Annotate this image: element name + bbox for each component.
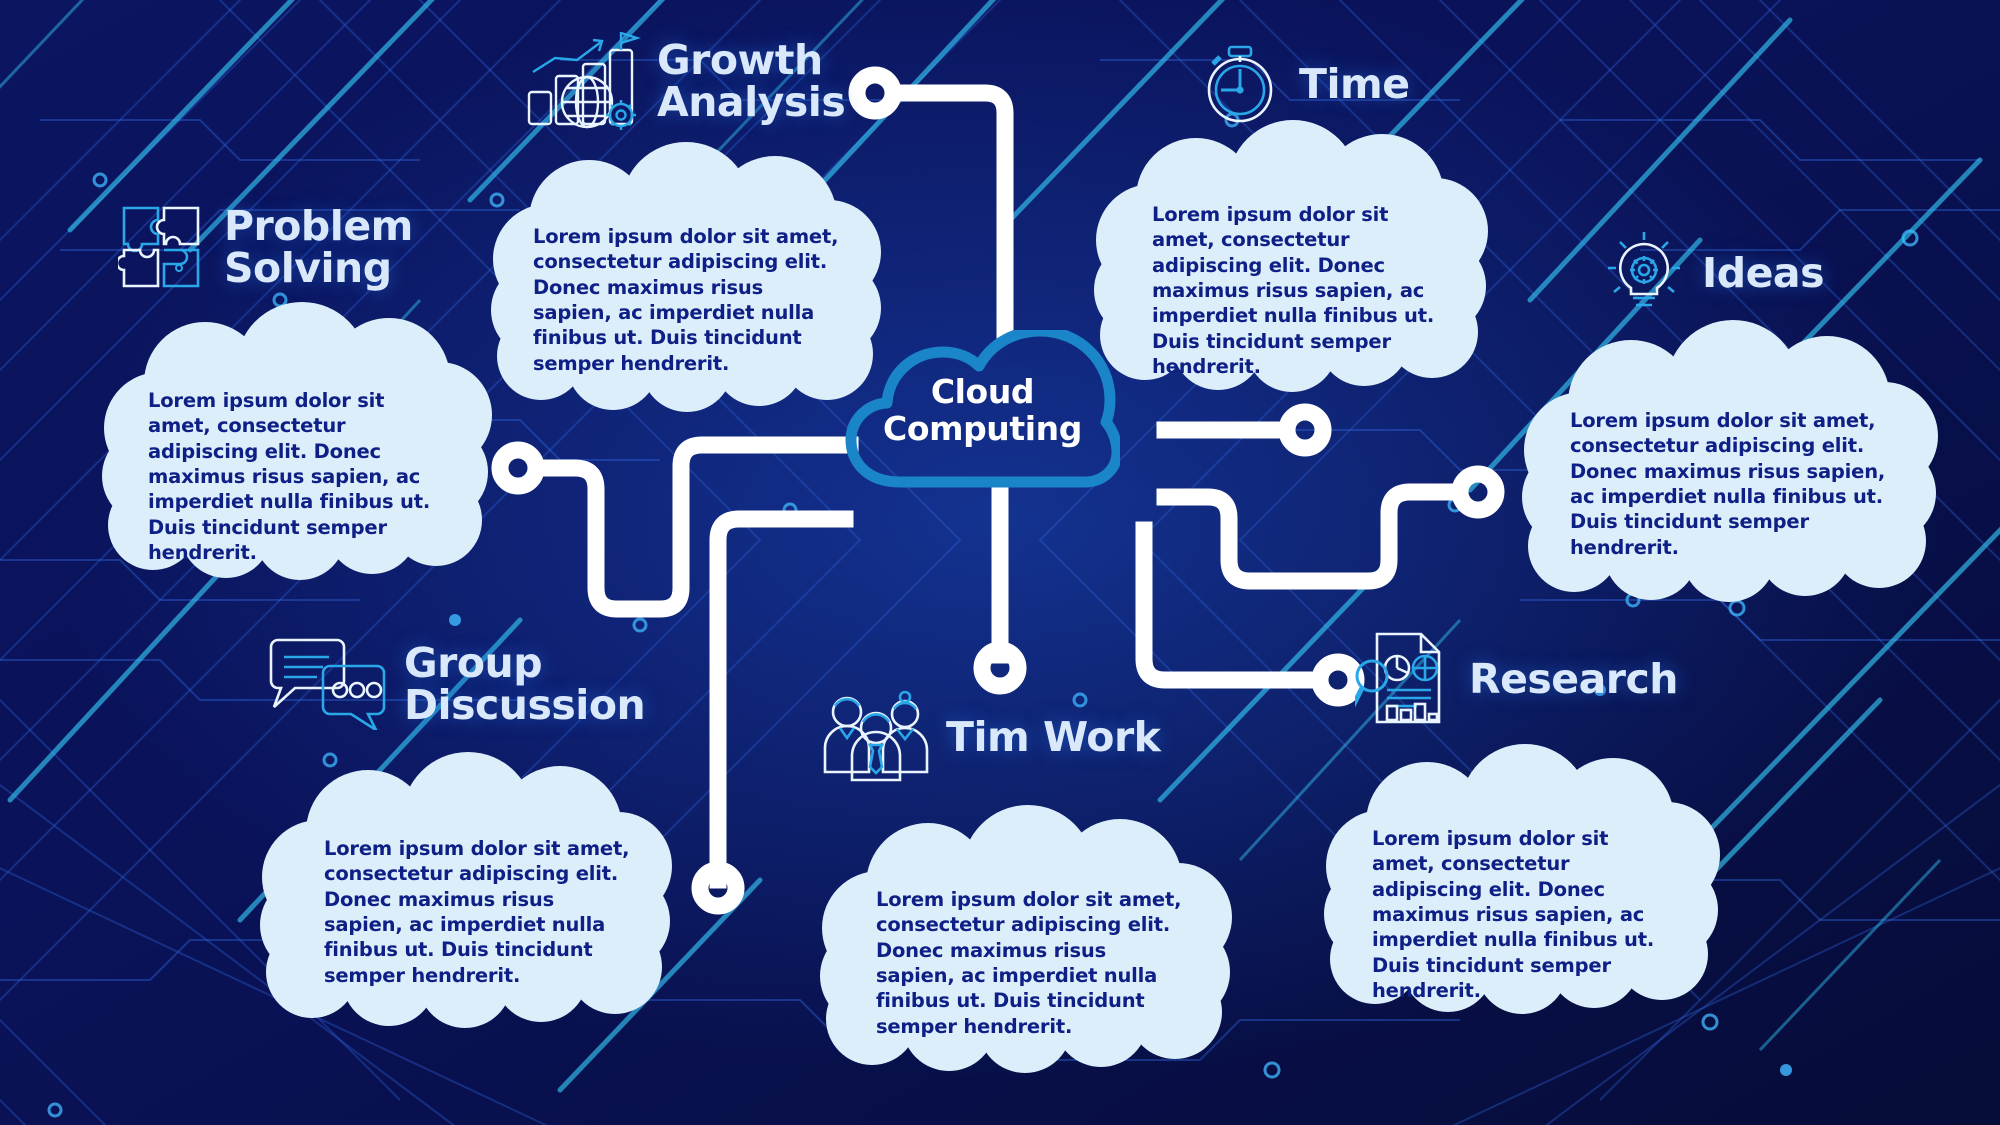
heading-problem-solving[interactable]: Problem Solving xyxy=(115,200,413,296)
puzzle-pieces-icon xyxy=(115,200,210,296)
document-magnifier-icon xyxy=(1350,628,1455,732)
cloud-shape xyxy=(1090,118,1490,392)
title-line-1: Group xyxy=(404,638,543,687)
heading-growth-analysis-label: Growth Analysis xyxy=(657,39,846,126)
center-cloud-label: Cloud Computing xyxy=(845,372,1120,448)
heading-tim-work-label: Tim Work xyxy=(946,713,1161,762)
heading-group-discussion-label: Group Discussion xyxy=(404,642,646,729)
title-line-1: Problem xyxy=(224,202,413,251)
team-people-icon xyxy=(820,690,932,786)
title-line-2: Analysis xyxy=(657,78,846,126)
stopwatch-icon xyxy=(1195,38,1285,132)
cloud-tim-work[interactable]: Lorem ipsum dolor sit amet, consectetur … xyxy=(818,805,1238,1073)
cloud-growth-analysis[interactable]: Lorem ipsum dolor sit amet, consectetur … xyxy=(485,142,885,412)
center-cloud-node[interactable]: Cloud Computing xyxy=(845,325,1123,490)
cloud-problem-solving-text: Lorem ipsum dolor sit amet, consectetur … xyxy=(148,389,431,565)
cloud-time-text: Lorem ipsum dolor sit amet, consectetur … xyxy=(1152,203,1435,379)
cloud-research[interactable]: Lorem ipsum dolor sit amet, consectetur … xyxy=(1322,742,1722,1014)
cloud-group-discussion-text: Lorem ipsum dolor sit amet, consectetur … xyxy=(324,837,630,987)
heading-time-label: Time xyxy=(1299,60,1410,109)
heading-group-discussion[interactable]: Group Discussion xyxy=(265,635,646,734)
cloud-shape xyxy=(258,750,678,1028)
heading-ideas[interactable]: Ideas xyxy=(1600,228,1824,320)
cloud-growth-analysis-text: Lorem ipsum dolor sit amet, consectetur … xyxy=(533,225,839,375)
bar-chart-globe-gear-icon xyxy=(525,30,643,134)
title-line-1: Growth xyxy=(657,36,823,85)
center-label-line1: Cloud xyxy=(930,372,1035,411)
cloud-shape xyxy=(1322,742,1722,1014)
heading-ideas-label: Ideas xyxy=(1702,249,1824,298)
cloud-shape xyxy=(100,300,492,580)
cloud-shape xyxy=(818,805,1238,1073)
title-line-2: Discussion xyxy=(404,680,646,729)
cloud-shape xyxy=(485,142,885,412)
cloud-tim-work-text: Lorem ipsum dolor sit amet, consectetur … xyxy=(876,888,1182,1038)
heading-tim-work[interactable]: Tim Work xyxy=(820,690,1161,786)
heading-time[interactable]: Time xyxy=(1195,38,1410,132)
cloud-research-text: Lorem ipsum dolor sit amet, consectetur … xyxy=(1372,827,1655,1003)
heading-research[interactable]: Research xyxy=(1350,628,1678,732)
title-line-2: Solving xyxy=(224,244,392,292)
cloud-ideas-text: Lorem ipsum dolor sit amet, consectetur … xyxy=(1570,409,1886,559)
cloud-time[interactable]: Lorem ipsum dolor sit amet, consectetur … xyxy=(1090,118,1490,392)
heading-research-label: Research xyxy=(1469,655,1678,704)
cloud-problem-solving[interactable]: Lorem ipsum dolor sit amet, consectetur … xyxy=(100,300,492,580)
heading-problem-solving-label: Problem Solving xyxy=(224,205,413,292)
center-label-line2: Computing xyxy=(883,408,1082,448)
cloud-ideas[interactable]: Lorem ipsum dolor sit amet, consectetur … xyxy=(1520,318,1940,602)
heading-growth-analysis[interactable]: Growth Analysis xyxy=(525,30,846,134)
cloud-shape xyxy=(1520,318,1940,602)
cloud-group-discussion[interactable]: Lorem ipsum dolor sit amet, consectetur … xyxy=(258,750,678,1028)
chat-bubbles-icon xyxy=(265,635,390,734)
lightbulb-gear-icon xyxy=(1600,228,1688,320)
